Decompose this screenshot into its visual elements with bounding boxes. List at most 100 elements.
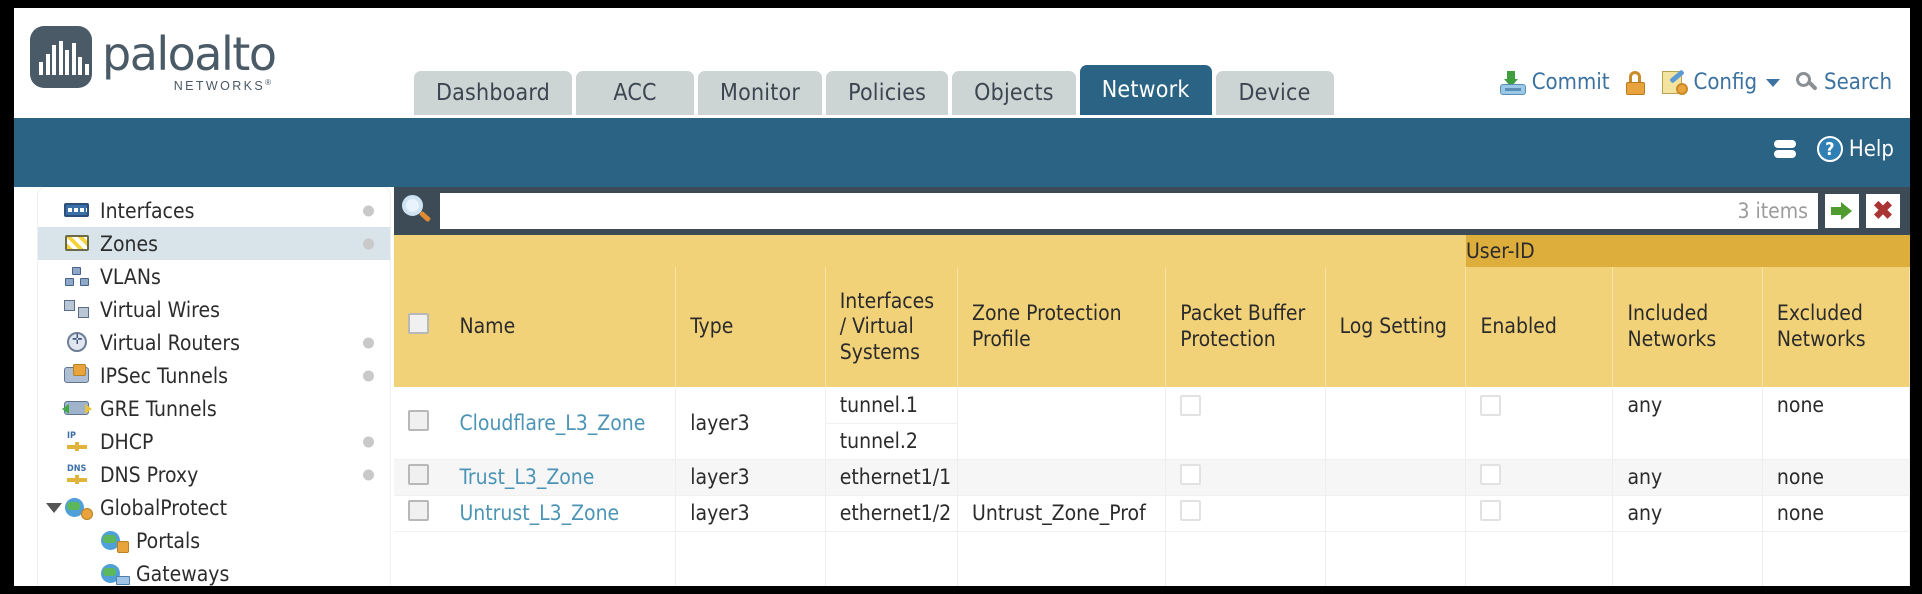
chevron-down-icon	[1766, 78, 1781, 87]
userid-enabled-checkbox[interactable]	[1480, 500, 1502, 521]
config-label: Config	[1693, 70, 1758, 95]
clear-filter-button[interactable]: ✖	[1866, 194, 1900, 228]
select-all-header	[394, 267, 446, 387]
cell-name: Untrust_L3_Zone	[445, 495, 677, 532]
filter-search-icon[interactable]	[400, 194, 434, 228]
sidebar-item-gateways[interactable]: Gateways	[38, 557, 390, 586]
unlock-icon	[1625, 70, 1646, 95]
cell-userid-enabled	[1465, 459, 1614, 496]
zone-name-link[interactable]: Untrust_L3_Zone	[459, 501, 620, 525]
sidebar-item-ipsec-tunnels[interactable]: IPSec Tunnels	[38, 359, 390, 392]
col-header-excluded-networks[interactable]: Excluded Networks	[1762, 267, 1910, 387]
col-header-userid-enabled[interactable]: Enabled	[1465, 267, 1614, 387]
paloalto-logo: paloalto NETWORKS®	[30, 26, 277, 93]
gateways-icon	[100, 563, 130, 585]
filler-cell	[957, 531, 1167, 586]
sidebar-item-portals[interactable]: Portals	[38, 524, 390, 557]
col-header-type[interactable]: Type	[675, 267, 826, 387]
brand-subtitle-text: NETWORKS	[173, 79, 266, 94]
search-icon	[1796, 71, 1818, 94]
table-empty-space	[394, 531, 1910, 586]
modified-dot-icon	[363, 238, 374, 249]
search-label: Search	[1824, 70, 1892, 95]
cell-included-networks: any	[1612, 495, 1763, 532]
cell-userid-enabled	[1465, 387, 1614, 460]
col-header-packet-buffer-protection[interactable]: Packet Buffer Protection	[1165, 267, 1326, 387]
refresh-icon[interactable]	[1773, 137, 1799, 161]
virtual-wires-icon	[64, 299, 91, 320]
zones-table: User-ID Name Type Interfaces / Virtual S…	[394, 235, 1910, 586]
select-all-checkbox[interactable]	[408, 313, 429, 335]
search-input[interactable]: 3 items	[440, 193, 1818, 229]
packet-buffer-protection-checkbox[interactable]	[1180, 395, 1202, 416]
help-button[interactable]: ? Help	[1816, 136, 1894, 162]
table-row-continuation[interactable]: tunnel.2	[394, 423, 1910, 460]
sidebar-item-label: DNS Proxy	[100, 462, 199, 487]
tab-objects[interactable]: Objects	[952, 71, 1076, 115]
tab-acc[interactable]: ACC	[576, 71, 695, 115]
cell-name: Trust_L3_Zone	[445, 459, 677, 496]
cell-userid-enabled	[1465, 495, 1614, 532]
group-header-userid: User-ID	[1465, 235, 1910, 267]
cell-included-networks: any	[1612, 459, 1763, 496]
userid-enabled-checkbox[interactable]	[1480, 395, 1502, 416]
row-select-cell	[394, 387, 446, 460]
zone-name-link[interactable]: Trust_L3_Zone	[459, 465, 595, 489]
arrow-right-icon	[1831, 202, 1853, 220]
sidebar-item-zones[interactable]: Zones	[38, 227, 390, 260]
sidebar-item-gre-tunnels[interactable]: GRE Tunnels	[38, 392, 390, 425]
zone-name-link[interactable]: Cloudflare_L3_Zone	[459, 410, 646, 435]
tab-label: Monitor	[720, 80, 801, 106]
tab-network[interactable]: Network	[1079, 65, 1212, 115]
search-button[interactable]: Search	[1796, 70, 1892, 95]
modified-dot-icon	[363, 436, 374, 447]
col-header-included-networks[interactable]: Included Networks	[1612, 267, 1763, 387]
col-header-name[interactable]: Name	[445, 267, 677, 387]
row-checkbox[interactable]	[408, 409, 429, 431]
row-checkbox[interactable]	[408, 464, 429, 485]
unlock-button[interactable]	[1625, 70, 1646, 95]
col-header-interfaces[interactable]: Interfaces / Virtual Systems	[825, 267, 959, 387]
col-header-log-setting[interactable]: Log Setting	[1325, 267, 1467, 387]
sidebar-item-label: IPSec Tunnels	[100, 363, 228, 388]
table-row[interactable]: Cloudflare_L3_Zone layer3 tunnel.1 any	[394, 387, 1910, 460]
sidebar-item-dhcp[interactable]: IP DHCP	[38, 425, 390, 458]
sidebar-item-virtual-routers[interactable]: Virtual Routers	[38, 326, 390, 359]
expander-triangle-icon[interactable]	[46, 502, 62, 513]
tab-monitor[interactable]: Monitor	[698, 71, 823, 115]
cell-log-setting	[1325, 459, 1467, 496]
interfaces-icon	[64, 200, 91, 221]
sidebar-item-interfaces[interactable]: Interfaces	[38, 194, 390, 227]
brand-name: paloalto	[102, 27, 277, 81]
modified-dot-icon	[363, 370, 374, 381]
config-menu[interactable]: Config	[1661, 68, 1781, 95]
sidebar-item-label: Portals	[136, 528, 201, 553]
userid-enabled-checkbox[interactable]	[1480, 464, 1502, 485]
tab-label: Policies	[848, 80, 927, 106]
commit-button[interactable]: Commit	[1499, 70, 1610, 95]
sidebar-item-globalprotect[interactable]: GlobalProtect	[38, 491, 390, 524]
sidebar-item-virtual-wires[interactable]: Virtual Wires	[38, 293, 390, 326]
close-icon: ✖	[1872, 196, 1894, 225]
modified-dot-icon	[363, 469, 374, 480]
filler-cell	[825, 531, 959, 586]
sidebar-item-dns-proxy[interactable]: DNS DNS Proxy	[38, 458, 390, 491]
cell-name: Cloudflare_L3_Zone	[445, 387, 677, 460]
vlans-icon	[64, 266, 91, 287]
tab-dashboard[interactable]: Dashboard	[414, 71, 573, 115]
cell-packet-buffer-protection	[1165, 459, 1326, 496]
sidebar-item-vlans[interactable]: VLANs	[38, 260, 390, 293]
table-row[interactable]: Trust_L3_Zone layer3 ethernet1/1 any	[394, 459, 1910, 496]
packet-buffer-protection-checkbox[interactable]	[1180, 464, 1202, 485]
brand-subtitle: NETWORKS®	[174, 78, 274, 93]
tab-label: Dashboard	[436, 80, 551, 106]
tab-device[interactable]: Device	[1215, 71, 1334, 115]
tab-policies[interactable]: Policies	[826, 71, 949, 115]
table-row[interactable]: Untrust_L3_Zone layer3 ethernet1/2 Untru…	[394, 495, 1910, 532]
row-select-cell	[394, 459, 446, 496]
help-icon: ?	[1816, 136, 1843, 162]
row-checkbox[interactable]	[408, 500, 429, 521]
apply-filter-button[interactable]	[1825, 194, 1859, 228]
packet-buffer-protection-checkbox[interactable]	[1180, 500, 1202, 521]
col-header-zone-protection-profile[interactable]: Zone Protection Profile	[957, 267, 1167, 387]
